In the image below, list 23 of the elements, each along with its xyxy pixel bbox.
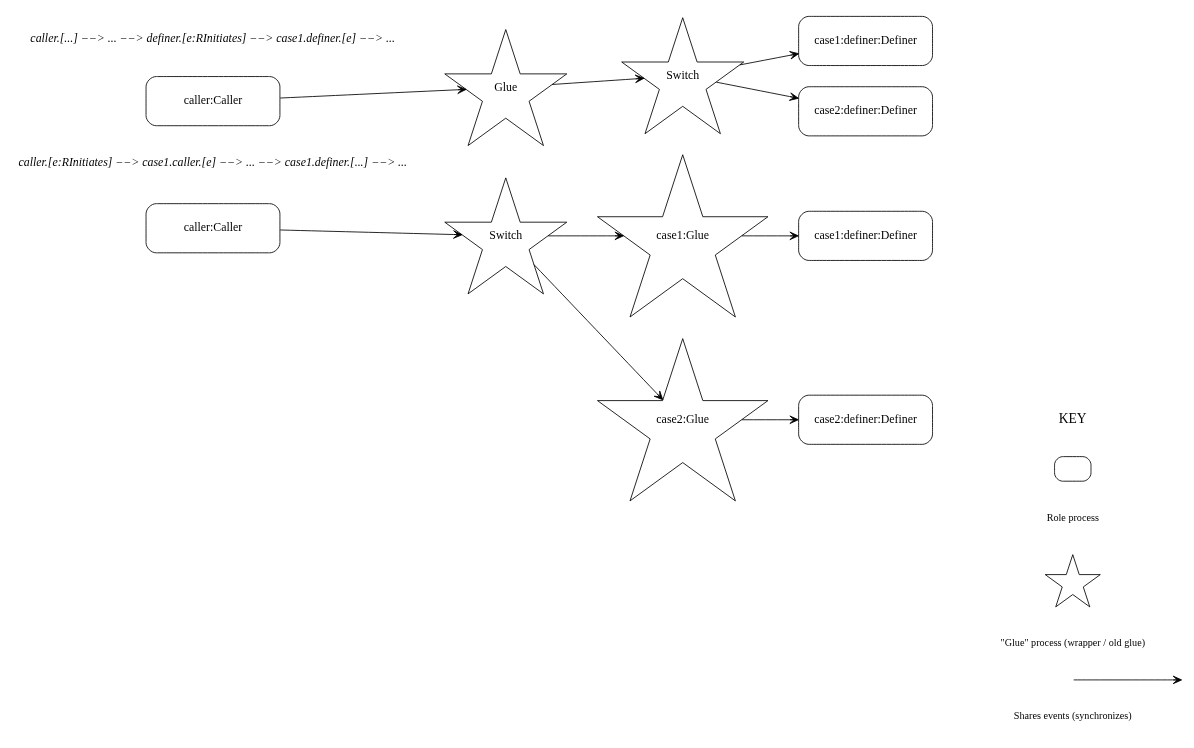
legend-label: Role process	[1046, 511, 1099, 523]
node-cloud	[1044, 554, 1101, 608]
label: KEY	[1058, 410, 1087, 426]
node-box: case1:definer:Definer	[798, 210, 933, 261]
label: caller.[e:RInitiates] −−> case1.caller.[e] −−> ... −−> case1.definer.[...] −−> ...	[18, 155, 408, 170]
node-box	[1054, 456, 1092, 482]
node-box: caller:Caller	[145, 203, 281, 254]
node-box: case1:definer:Definer	[798, 15, 933, 66]
arrow	[741, 231, 799, 241]
node-box: case2:definer:Definer	[798, 394, 933, 445]
arrow	[741, 415, 799, 424]
arrow	[551, 74, 645, 85]
arrow	[547, 231, 624, 241]
arrow	[279, 229, 463, 239]
arrow	[279, 85, 467, 99]
node-box: caller:Caller	[145, 76, 281, 127]
legend-label: "Glue" process (wrapper / old glue)	[1000, 637, 1146, 649]
legend-label: Shares events (synchronizes)	[1013, 709, 1132, 721]
node-box: case2:definer:Definer	[798, 86, 933, 137]
arrow	[533, 264, 664, 401]
label: caller.[...] −−> ... −−> definer.[e:RInitiates] −−> case1.definer.[e] −−> ...	[30, 31, 395, 46]
arrow	[739, 51, 799, 66]
arrow	[715, 81, 799, 101]
